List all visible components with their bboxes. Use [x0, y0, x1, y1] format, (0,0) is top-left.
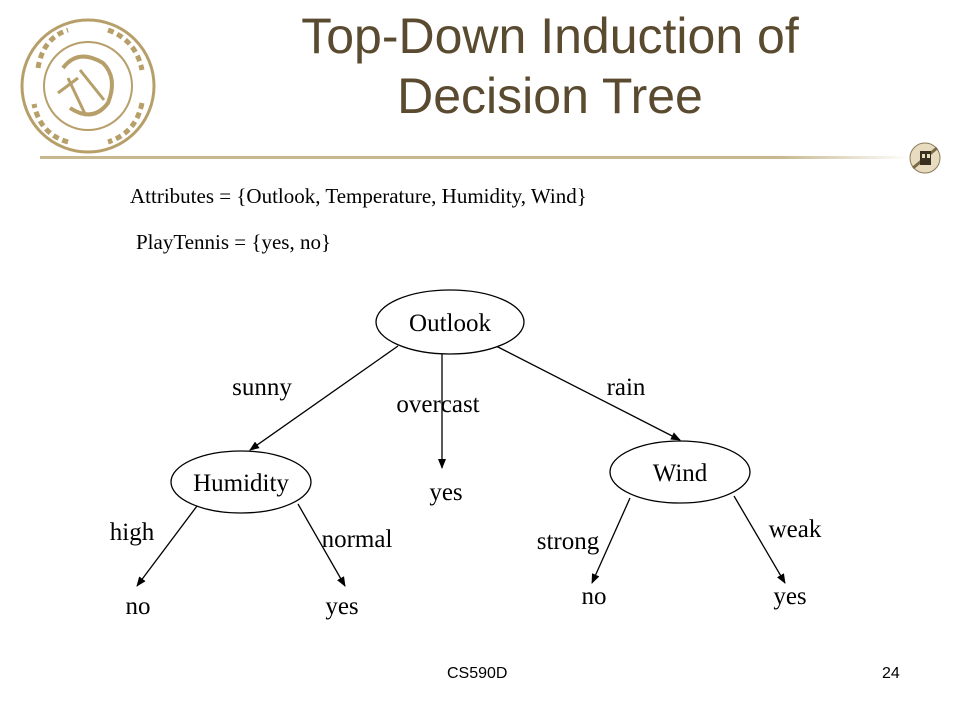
node-label-outlook: Outlook — [409, 310, 491, 337]
leaf-strong-no: no — [582, 583, 607, 610]
leaf-weak-yes: yes — [773, 583, 806, 610]
leaf-overcast-yes: yes — [429, 479, 462, 506]
edge-label-high: high — [110, 519, 155, 546]
edge-humidity-normal — [297, 503, 346, 587]
slide-title: Top-Down Induction of Decision Tree — [150, 6, 950, 126]
node-outlook — [375, 289, 525, 355]
title-line: Decision Tree — [397, 68, 703, 124]
edge-label-rain: rain — [607, 374, 646, 401]
edge-label-normal: normal — [322, 526, 393, 553]
edge-label-sunny: sunny — [232, 374, 292, 401]
edge-wind-weak — [733, 495, 786, 584]
node-label-humidity: Humidity — [193, 470, 289, 497]
edge-outlook-rain — [495, 345, 681, 441]
classes-line: PlayTennis = {yes, no} — [136, 230, 332, 254]
edge-humidity-high — [136, 505, 198, 587]
title-line: Top-Down Induction of — [301, 8, 799, 64]
edge-outlook-sunny — [249, 345, 399, 451]
title-divider — [40, 156, 910, 159]
university-seal-icon — [20, 18, 156, 154]
attributes-line: Attributes = {Outlook, Temperature, Humi… — [130, 184, 587, 208]
edge-wind-strong — [591, 497, 631, 584]
edge-label-weak: weak — [769, 516, 822, 543]
footer-course: CS590D — [447, 665, 508, 682]
leaf-normal-yes: yes — [325, 593, 358, 620]
node-humidity — [170, 450, 312, 514]
node-label-wind: Wind — [653, 460, 708, 487]
mascot-emblem-icon — [909, 142, 941, 174]
edge-label-overcast: overcast — [396, 391, 479, 418]
leaf-high-no: no — [126, 593, 151, 620]
node-wind — [609, 440, 751, 504]
footer-page-number: 24 — [882, 665, 900, 682]
edge-label-strong: strong — [537, 528, 600, 555]
